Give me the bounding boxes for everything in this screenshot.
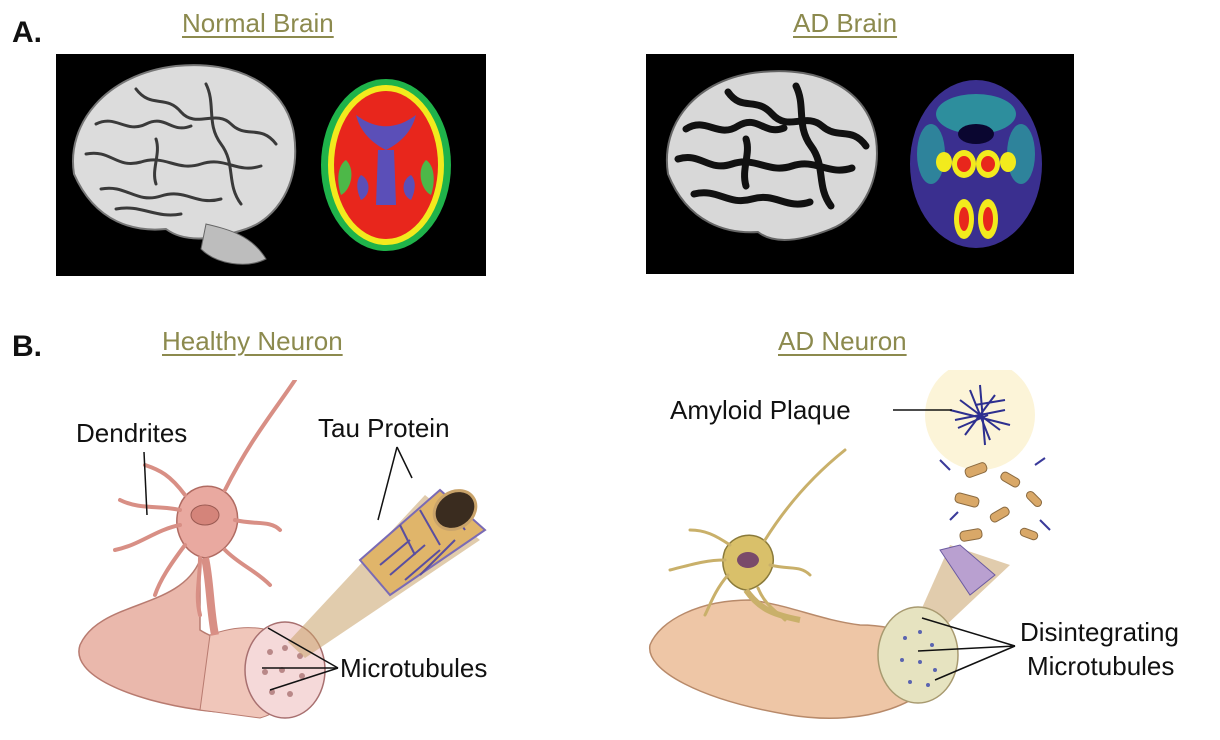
ad-leader-lines <box>0 0 1220 740</box>
